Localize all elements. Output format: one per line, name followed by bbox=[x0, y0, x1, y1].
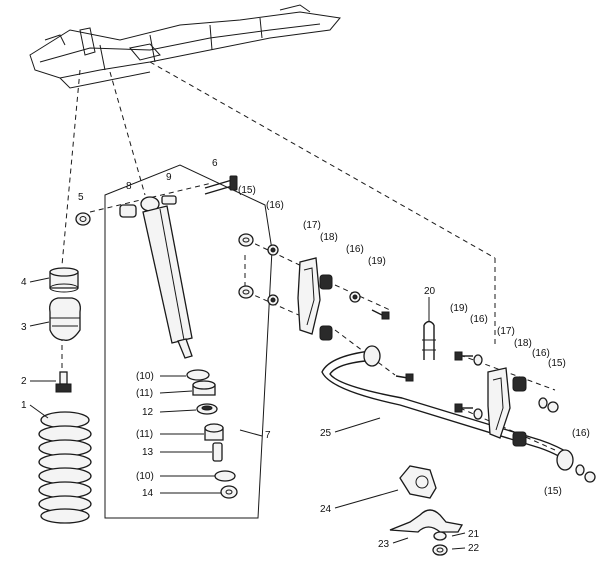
part-4-bump-stop bbox=[49, 267, 79, 293]
label-7: 7 bbox=[265, 430, 271, 441]
label-17-right: (17) bbox=[497, 326, 515, 337]
part-15-nut-upper-a bbox=[238, 233, 254, 247]
part-5-nut bbox=[75, 212, 91, 226]
part-11-bushing-lower bbox=[204, 423, 224, 441]
shock-absorber bbox=[140, 196, 193, 359]
label-5: 5 bbox=[78, 192, 84, 203]
part-15-nut-bar-end bbox=[584, 471, 596, 483]
label-18-right: (18) bbox=[514, 338, 532, 349]
part-11-bushing-upper bbox=[192, 380, 216, 396]
part-15-nut-upper-b bbox=[238, 285, 254, 299]
label-4: 4 bbox=[21, 277, 27, 288]
label-15-bar-end: (15) bbox=[544, 486, 562, 497]
label-3: 3 bbox=[21, 322, 27, 333]
label-1: 1 bbox=[21, 400, 27, 411]
label-19-mid: (19) bbox=[368, 256, 386, 267]
chassis-frame bbox=[29, 4, 341, 89]
part-16-washer-bar-end bbox=[575, 464, 585, 476]
part-9-spacer bbox=[161, 195, 177, 205]
label-16-far-right: (16) bbox=[532, 348, 550, 359]
part-16-washer-mid bbox=[349, 291, 361, 303]
part-16-washer-upper-b bbox=[267, 294, 279, 306]
part-24-bar-bushing bbox=[399, 465, 437, 499]
label-22: 22 bbox=[468, 543, 480, 554]
label-11-upper: (11) bbox=[136, 388, 153, 399]
label-16-right: (16) bbox=[470, 314, 488, 325]
part-19-bolt-upper bbox=[371, 309, 390, 320]
part-8-bushing bbox=[119, 204, 137, 218]
label-10-lower: (10) bbox=[136, 471, 154, 482]
label-15-far-right: (15) bbox=[548, 358, 566, 369]
part-2-bolt bbox=[55, 371, 72, 393]
label-15-upper: (15) bbox=[238, 185, 256, 196]
part-19-bolt-right-b bbox=[454, 403, 473, 413]
label-23: 23 bbox=[378, 539, 390, 550]
label-19-right: (19) bbox=[450, 303, 468, 314]
part-16-washer-upper-a bbox=[267, 244, 279, 256]
part-16-washer-right-a bbox=[473, 354, 483, 366]
label-16-upper: (16) bbox=[266, 200, 284, 211]
label-9: 9 bbox=[166, 172, 172, 183]
part-3-rubber-stop bbox=[49, 297, 81, 341]
part-19-bolt-right-a bbox=[454, 351, 473, 361]
label-17-left: (17) bbox=[303, 220, 321, 231]
part-21-washer bbox=[433, 531, 447, 541]
part-18-bushing-right-a bbox=[512, 376, 527, 392]
part-10-washer-upper bbox=[186, 369, 210, 381]
part-12-plate bbox=[196, 403, 218, 415]
shock-group-box bbox=[104, 164, 273, 519]
part-16-washer-right-b bbox=[473, 408, 483, 420]
part-18-bushing-right-b bbox=[512, 431, 527, 447]
part-22-nut bbox=[432, 544, 448, 556]
label-10-upper: (10) bbox=[136, 371, 154, 382]
part-17-link-bracket-right bbox=[487, 367, 511, 439]
part-23-clamp bbox=[389, 509, 464, 533]
part-10-washer-lower bbox=[214, 470, 236, 482]
part-1-coil-spring bbox=[38, 411, 92, 524]
label-20: 20 bbox=[424, 286, 436, 297]
part-19-bolt-bar bbox=[395, 373, 414, 382]
leader-lines bbox=[29, 277, 466, 550]
label-25: 25 bbox=[320, 428, 332, 439]
part-labels: 1 2 3 4 5 6 7 8 9 12 13 14 20 21 22 23 2… bbox=[21, 158, 590, 554]
part-18-bushing-left-a bbox=[319, 274, 333, 290]
label-12: 12 bbox=[142, 407, 154, 418]
label-11-lower: (11) bbox=[136, 429, 153, 440]
label-6: 6 bbox=[212, 158, 218, 169]
part-25-stabilizer-bar bbox=[321, 345, 574, 471]
part-6-bolt bbox=[204, 175, 238, 195]
label-14: 14 bbox=[142, 488, 154, 499]
part-18-bushing-left-b bbox=[319, 325, 333, 341]
label-16-bar-end: (16) bbox=[572, 428, 590, 439]
part-14-nut bbox=[220, 485, 238, 499]
label-18-left: (18) bbox=[320, 232, 338, 243]
part-16-washer-far-right bbox=[538, 397, 548, 409]
label-2: 2 bbox=[21, 376, 27, 387]
label-16-mid: (16) bbox=[346, 244, 364, 255]
part-20-link-rod bbox=[422, 320, 436, 360]
part-13-sleeve bbox=[212, 442, 223, 462]
label-13: 13 bbox=[142, 447, 154, 458]
part-15-nut-far-right bbox=[547, 401, 559, 413]
label-24: 24 bbox=[320, 504, 332, 515]
part-17-link-bracket-left bbox=[297, 257, 321, 335]
label-8: 8 bbox=[126, 181, 132, 192]
label-21: 21 bbox=[468, 529, 480, 540]
